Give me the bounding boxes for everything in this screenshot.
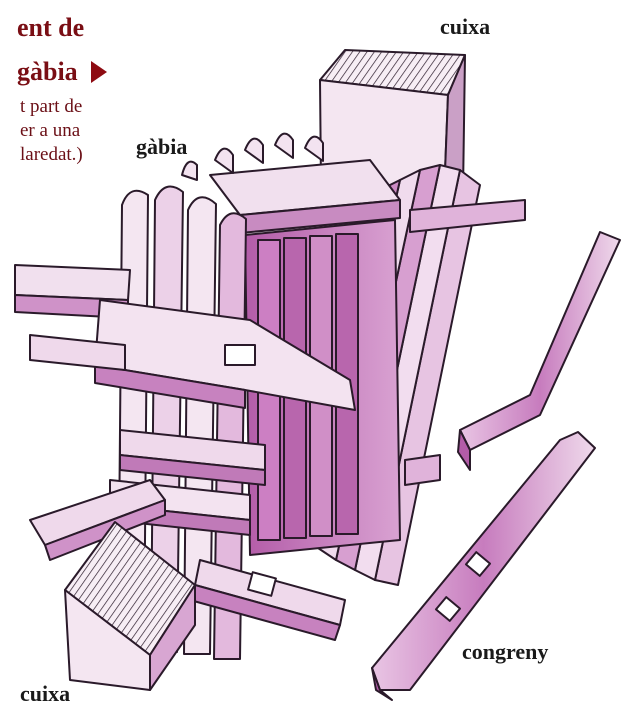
caption-line-3: laredat.) [20,145,83,165]
label-cuixa-bottom: cuixa [20,683,70,705]
heading-line-1: ent de [17,15,84,41]
label-congreny: congreny [462,641,548,663]
caption-line-1: t part de [20,97,82,117]
bottom-right-beam [190,560,345,640]
red-pointer-icon [91,61,107,83]
heading-line-2: gàbia [17,59,78,85]
right-side-board-upper [458,232,620,470]
label-gabia: gàbia [136,136,187,158]
caption-line-2: er a una [20,121,80,141]
label-cuixa-top: cuixa [440,16,490,38]
right-cross-beam-lower [405,455,440,485]
